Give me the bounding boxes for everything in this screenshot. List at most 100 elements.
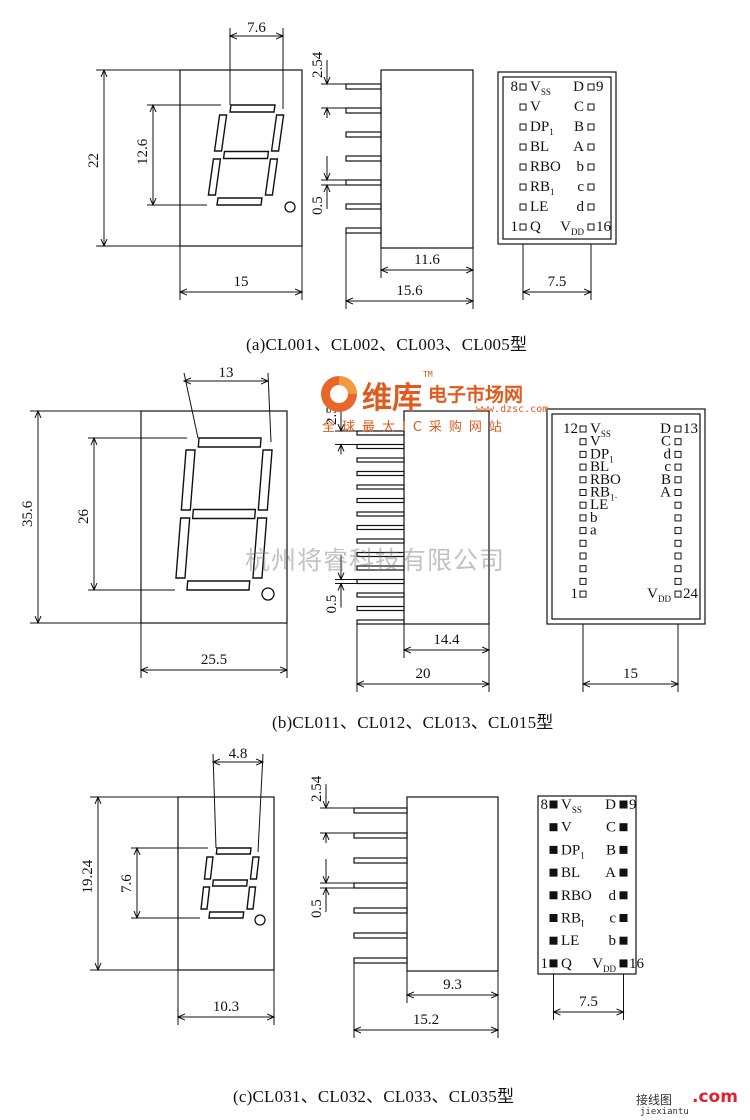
pin-label-right: d: [664, 446, 672, 462]
pin-number-bl: 1: [541, 956, 549, 972]
pin-label-vdd: VDD: [647, 586, 671, 604]
caption-c: (c)CL031、CL032、CL033、CL035型: [233, 1087, 515, 1106]
dim-height-total-label: 35.6: [20, 500, 36, 527]
pin-square: [619, 891, 628, 900]
pin-square: [519, 143, 527, 151]
segment-d: [186, 580, 251, 591]
pin-square: [674, 425, 682, 433]
watermark-brand: 维库: [362, 381, 422, 416]
pin-label-left: RBO: [561, 888, 592, 904]
pin-square: [674, 463, 682, 471]
pin-number-bl: 1: [571, 586, 579, 602]
dim-pitch-label: 2.54: [310, 51, 326, 78]
pin-label-left: V: [561, 820, 572, 836]
caption-b: (b)CL011、CL012、CL013、CL015型: [272, 713, 554, 732]
dim-front-width-label: 10.3: [213, 999, 239, 1015]
pin-label-left: BL: [561, 865, 580, 881]
pin-label-left: Q: [530, 219, 541, 235]
pin-square: [579, 501, 587, 509]
watermark-url: www.dzsc.com: [476, 404, 549, 415]
dim-total-depth-label: 15.6: [396, 283, 423, 299]
pin-square: [674, 539, 682, 547]
dim-body-depth-label: 9.3: [443, 977, 462, 993]
pin-square: [674, 565, 682, 573]
pin-lead: [353, 832, 408, 839]
pin-square: [619, 800, 628, 809]
pin-label-right: VDD: [592, 956, 616, 974]
pin-square: [674, 476, 682, 484]
pin-label-left: b: [590, 510, 598, 526]
dim-front-width-label: 15: [234, 274, 249, 290]
pin-number-br: 16: [629, 956, 645, 972]
pin-view-inner: [551, 413, 701, 620]
pin-lead: [356, 497, 405, 504]
segment-b: [257, 449, 273, 511]
pin-square: [619, 936, 628, 945]
pin-label-right: C: [574, 99, 584, 115]
pin-square: [519, 103, 527, 111]
pin-square: [587, 183, 595, 191]
dim-pin-label: 0.5: [309, 899, 325, 918]
segment-b: [270, 114, 285, 152]
pin-square: [619, 845, 628, 854]
pin-lead: [356, 619, 405, 625]
pin-number-tr: 13: [683, 421, 698, 437]
pin-number-tl: 12: [563, 421, 578, 437]
segment-g: [222, 150, 270, 160]
pin-square: [674, 552, 682, 560]
segment-f: [213, 114, 228, 152]
pin-square: [674, 590, 682, 598]
pin-label-right: B: [661, 472, 671, 488]
pin-square: [579, 527, 587, 535]
pin-square: [674, 438, 682, 446]
pin-label-right: C: [606, 820, 616, 836]
watermark-jx-url: jiexiantu: [640, 1107, 689, 1117]
segment-c: [264, 158, 279, 196]
pin-number-bl: 1: [511, 219, 519, 235]
pin-square: [674, 514, 682, 522]
pin-lead: [356, 430, 405, 436]
pin-label-left: RB1·: [590, 485, 618, 503]
segment-c: [252, 517, 268, 579]
pin-square: [519, 223, 527, 231]
side-body: [380, 69, 474, 249]
pin-square: [579, 489, 587, 496]
side-body: [406, 796, 499, 972]
pin-square: [587, 163, 595, 171]
pin-label-right: d: [609, 888, 617, 904]
pin-label-right: B: [606, 842, 616, 858]
pin-label-right: D: [660, 421, 671, 437]
pin-number-tl: 8: [541, 797, 549, 813]
dim-pin-label: 0.5: [310, 196, 326, 215]
pin-label-right: VDD: [560, 219, 584, 237]
pin-label-left: RBI: [561, 911, 584, 929]
pin-number-tr: 9: [629, 797, 637, 813]
pin-lead: [353, 857, 408, 864]
pin-square: [674, 527, 682, 535]
dim-height-digit-label: 7.6: [119, 874, 135, 893]
pin-square: [549, 936, 558, 945]
pin-lead: [356, 551, 405, 558]
pin-square: [549, 800, 558, 809]
front-body: [140, 410, 288, 624]
pin-square: [549, 891, 558, 900]
pin-square: [519, 183, 527, 191]
segment-g: [191, 508, 257, 520]
dim-height-digit-label: 12.6: [135, 138, 151, 165]
pin-square: [579, 590, 587, 598]
pin-square: [519, 163, 527, 171]
pin-label-left: LE: [561, 933, 579, 949]
ext-line: [257, 753, 264, 853]
pin-square: [587, 203, 595, 211]
pin-view-outer: [546, 408, 706, 625]
pin-square: [619, 868, 628, 877]
pin-square: [549, 845, 558, 854]
pin-square: [619, 959, 628, 968]
pin-number-br: 24: [683, 586, 699, 602]
pin-lead: [356, 457, 405, 463]
pin-number-br: 16: [596, 219, 612, 235]
pin-square: [579, 438, 587, 446]
ext-line: [267, 372, 272, 443]
pin-label-left: V: [590, 434, 601, 450]
